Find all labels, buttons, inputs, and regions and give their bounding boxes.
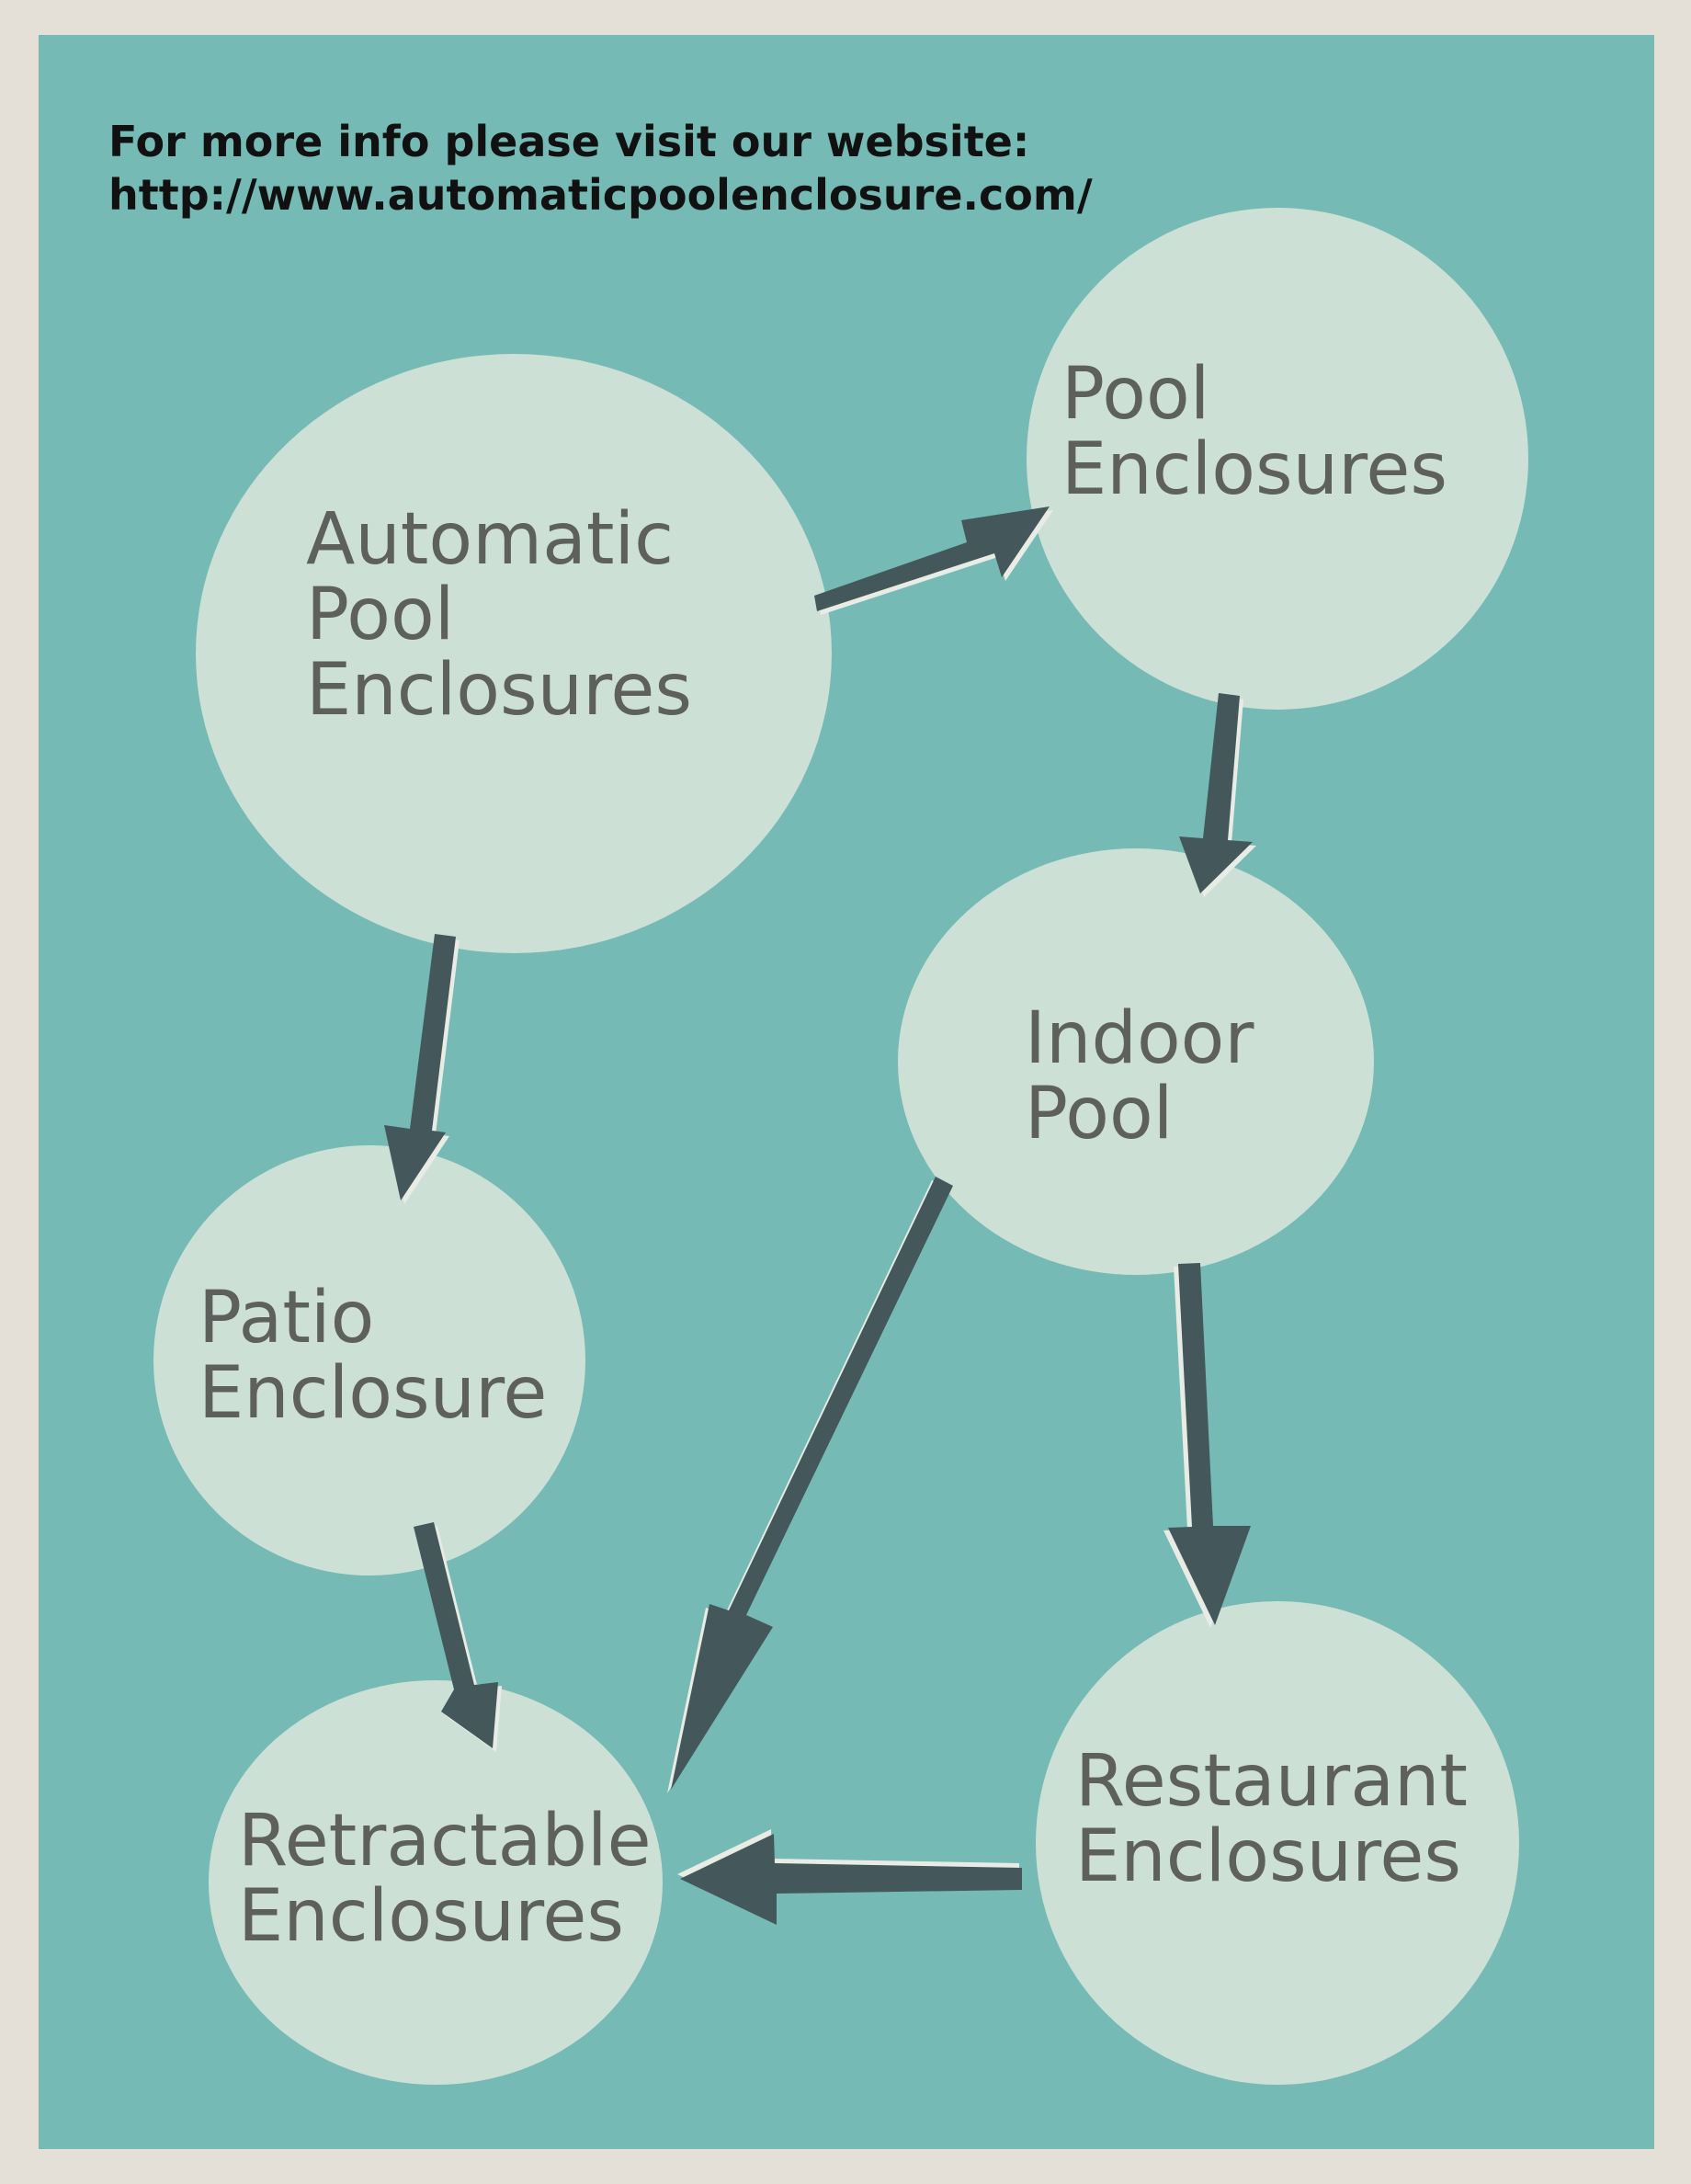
- arrow-automatic-to-pool: [814, 506, 1053, 615]
- node-label-patio: Patio Enclosure: [199, 1280, 547, 1431]
- node-label-pool: Pool Enclosures: [1061, 357, 1447, 507]
- arrows: [384, 506, 1256, 1925]
- node-label-restaurant: Restaurant Enclosures: [1075, 1744, 1468, 1894]
- node-label-line: Retractable: [238, 1800, 652, 1883]
- node-circle-restaurant: [1036, 1601, 1519, 2085]
- node-label-line: Enclosures: [1075, 1815, 1462, 1898]
- node-label-line: Pool: [306, 574, 455, 656]
- arrow-restaurant-to-retractable: [677, 1829, 1022, 1925]
- node-circle-indoor: [898, 848, 1374, 1275]
- node-label-line: Enclosures: [306, 649, 693, 732]
- arrow-automatic-to-patio: [384, 934, 460, 1204]
- node-label-line: Pool: [1025, 1073, 1174, 1155]
- node-label-line: Enclosure: [199, 1352, 548, 1435]
- node-circle-retractable: [209, 1680, 663, 2085]
- arrow-indoor-to-retractable: [667, 1177, 953, 1793]
- arrow-indoor-to-restaurant: [1163, 1263, 1251, 1628]
- node-label-indoor: Indoor Pool: [1025, 1001, 1254, 1152]
- website-info-text: For more info please visit our website:: [108, 117, 1030, 166]
- node-label-line: Enclosures: [1061, 428, 1448, 511]
- node-label-line: Restaurant: [1075, 1740, 1469, 1823]
- node-label-line: Enclosures: [238, 1875, 625, 1958]
- node-circles: [153, 208, 1528, 2085]
- node-label-line: Automatic: [306, 498, 675, 581]
- node-label-retractable: Retractable Enclosures: [238, 1803, 652, 1954]
- node-label-line: Pool: [1061, 353, 1210, 436]
- node-circle-automatic: [196, 354, 832, 953]
- arrow-patio-to-retractable: [414, 1522, 502, 1752]
- node-circle-patio: [153, 1145, 585, 1575]
- node-label-line: Indoor: [1025, 997, 1254, 1080]
- website-url-link[interactable]: http://www.automaticpoolenclosure.com/: [108, 170, 1093, 220]
- node-label-automatic: Automatic Pool Enclosures: [306, 502, 692, 728]
- node-circle-pool: [1027, 208, 1528, 710]
- node-label-line: Patio: [199, 1277, 375, 1359]
- arrow-pool-to-indoor: [1179, 693, 1256, 897]
